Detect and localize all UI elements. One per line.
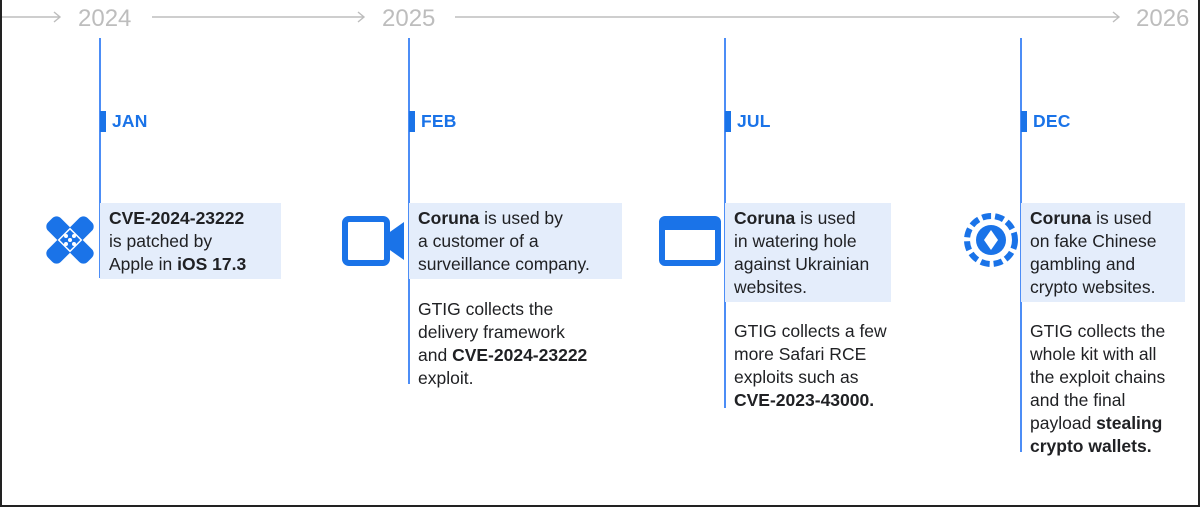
bold-text: iOS 17.3 xyxy=(177,254,247,274)
bold-text: Coruna xyxy=(418,208,480,228)
month-text: DEC xyxy=(1033,111,1071,131)
bandage-icon xyxy=(46,216,94,264)
plain-text: delivery framework xyxy=(418,322,565,342)
year-label-2026: 2026 xyxy=(1136,5,1190,32)
casino-chip-icon xyxy=(964,213,1018,267)
month-label-feb: FEB xyxy=(409,111,457,132)
event-note-dec: GTIG collects the whole kit with all the e… xyxy=(1030,320,1165,458)
text-line: and CVE-2024-23222 xyxy=(418,344,587,367)
plain-text: Apple in xyxy=(109,254,178,274)
text-line: against Ukrainian xyxy=(734,253,883,276)
month-marker xyxy=(725,111,731,132)
text-line: GTIG collects the xyxy=(1030,320,1165,343)
bold-text: stealing xyxy=(1096,413,1163,433)
plain-text: is patched by xyxy=(109,231,213,251)
text-line: websites. xyxy=(734,276,883,299)
plain-text: is used xyxy=(1091,208,1152,228)
plain-text: in watering hole xyxy=(734,231,857,251)
year-label-2025: 2025 xyxy=(382,5,436,32)
text-line: is patched by xyxy=(109,230,273,253)
plain-text: GTIG collects the xyxy=(1030,321,1166,341)
text-line: Apple in iOS 17.3 xyxy=(109,253,273,276)
text-line: delivery framework xyxy=(418,321,587,344)
bold-text: CVE-2024-23222 xyxy=(452,345,588,365)
plain-text: exploit. xyxy=(418,368,474,388)
year-label-2024: 2024 xyxy=(78,5,132,32)
month-marker xyxy=(409,111,415,132)
text-line: payload stealing xyxy=(1030,412,1165,435)
plain-text: is used xyxy=(795,208,856,228)
browser-window-icon xyxy=(659,216,721,266)
plain-text: surveillance company. xyxy=(418,254,590,274)
text-line: more Safari RCE xyxy=(734,343,887,366)
plain-text: crypto websites. xyxy=(1030,277,1156,297)
plain-text: a customer of a xyxy=(418,231,539,251)
month-label-dec: DEC xyxy=(1021,111,1071,132)
text-line: exploit. xyxy=(418,367,587,390)
plain-text: gambling and xyxy=(1030,254,1136,274)
plain-text: the exploit chains xyxy=(1030,367,1166,387)
event-note-jul: GTIG collects a few more Safari RCE exploi… xyxy=(734,320,887,412)
timeline-line-jan xyxy=(99,38,101,278)
bold-text: CVE-2024-23222 xyxy=(109,208,245,228)
text-line: and the final xyxy=(1030,389,1165,412)
text-line: CVE-2023-43000. xyxy=(734,389,887,412)
month-marker xyxy=(1021,111,1027,132)
text-line: the exploit chains xyxy=(1030,366,1165,389)
text-line: GTIG collects a few xyxy=(734,320,887,343)
text-line: exploits such as xyxy=(734,366,887,389)
bold-text: CVE-2023-43000. xyxy=(734,390,875,410)
month-text: JUL xyxy=(737,111,771,131)
plain-text: on fake Chinese xyxy=(1030,231,1157,251)
plain-text: payload xyxy=(1030,413,1097,433)
text-line: whole kit with all xyxy=(1030,343,1165,366)
text-line: a customer of a xyxy=(418,230,614,253)
plain-text: whole kit with all xyxy=(1030,344,1157,364)
plain-text: against Ukrainian xyxy=(734,254,870,274)
plain-text: GTIG collects a few xyxy=(734,321,887,341)
month-label-jan: JAN xyxy=(100,111,148,132)
plain-text: and the final xyxy=(1030,390,1126,410)
month-label-jul: JUL xyxy=(725,111,771,132)
plain-text: GTIG collects the xyxy=(418,299,554,319)
timeline-line-feb xyxy=(408,38,410,384)
text-line: gambling and xyxy=(1030,253,1177,276)
month-text: JAN xyxy=(112,111,148,131)
plain-text: exploits such as xyxy=(734,367,859,387)
bold-text: Coruna xyxy=(1030,208,1092,228)
text-line: crypto wallets. xyxy=(1030,435,1165,458)
plain-text: websites. xyxy=(734,277,807,297)
plain-text: more Safari RCE xyxy=(734,344,867,364)
text-line: on fake Chinese xyxy=(1030,230,1177,253)
text-line: Coruna is used xyxy=(1030,207,1177,230)
plain-text: and xyxy=(418,345,453,365)
timeline-line-jul xyxy=(724,38,726,408)
year-arrows xyxy=(2,11,1121,23)
month-text: FEB xyxy=(421,111,457,131)
video-camera-icon xyxy=(342,216,404,266)
text-line: Coruna is used xyxy=(734,207,883,230)
text-line: GTIG collects the xyxy=(418,298,587,321)
text-line: Coruna is used by xyxy=(418,207,614,230)
bold-text: Coruna xyxy=(734,208,796,228)
plain-text: is used by xyxy=(479,208,563,228)
timeline-line-dec xyxy=(1020,38,1022,452)
text-line: surveillance company. xyxy=(418,253,614,276)
bold-text: crypto wallets. xyxy=(1030,436,1152,456)
text-line: CVE-2024-23222 xyxy=(109,207,273,230)
text-line: crypto websites. xyxy=(1030,276,1177,299)
month-marker xyxy=(100,111,106,132)
text-line: in watering hole xyxy=(734,230,883,253)
